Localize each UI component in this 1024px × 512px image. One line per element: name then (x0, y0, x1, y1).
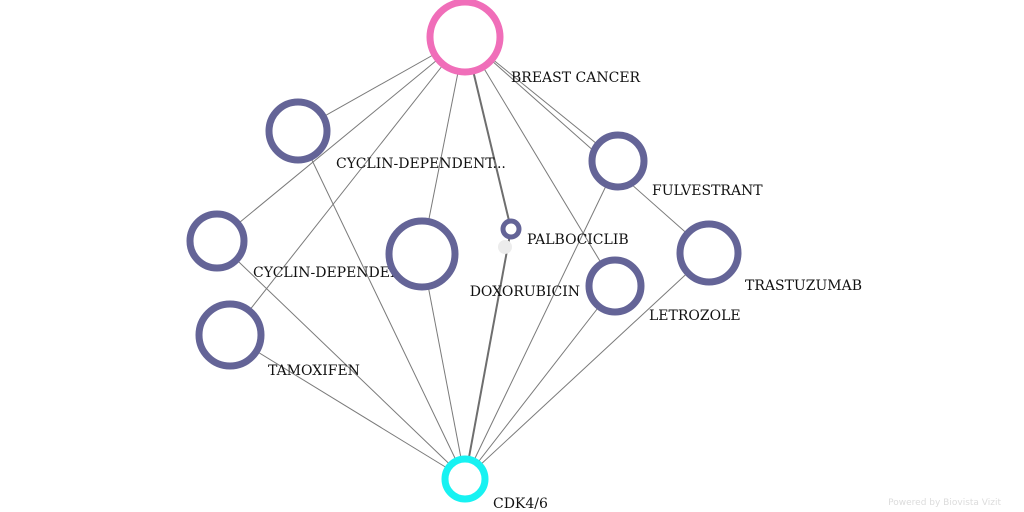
node-label-cdk-b: CYCLIN-DEPENDENT... (253, 265, 423, 281)
edge-layer (216, 36, 710, 480)
node-tamoxifen[interactable]: TAMOXIFEN (195, 300, 360, 379)
ghost-dot (498, 240, 512, 254)
edge-cdk46-cdk-b (216, 240, 466, 480)
node-circle-cdk46[interactable] (441, 455, 489, 503)
edge-breast-cancer-trastuzumab (464, 36, 710, 254)
node-breast-cancer[interactable]: BREAST CANCER (426, 0, 641, 86)
node-circle-letrozole[interactable] (585, 256, 645, 316)
node-circle-cdk-b[interactable] (186, 210, 248, 272)
node-palbociclib[interactable]: PALBOCICLIB (500, 218, 629, 248)
node-circle-cdk-a[interactable] (265, 98, 331, 164)
edge-cdk46-cdk-a (297, 130, 466, 480)
node-label-cdk46: CDK4/6 (493, 496, 548, 512)
node-fulvestrant[interactable]: FULVESTRANT (588, 131, 763, 199)
node-circle-palbociclib[interactable] (500, 218, 522, 240)
credit-text: Powered by Biovista Vizit (888, 498, 1001, 508)
node-circle-trastuzumab[interactable] (676, 220, 742, 286)
node-label-doxorubicin: DOXORUBICIN (470, 284, 580, 300)
node-doxorubicin[interactable]: DOXORUBICIN (385, 217, 580, 300)
edge-cdk46-fulvestrant (464, 160, 619, 480)
edge-cdk46-tamoxifen (229, 334, 466, 480)
edge-cdk46-doxorubicin (421, 253, 466, 480)
edge-cdk46-letrozole (464, 285, 616, 480)
node-circle-fulvestrant[interactable] (588, 131, 648, 191)
node-cdk-a[interactable]: CYCLIN-DEPENDENT... (265, 98, 506, 172)
node-label-letrozole: LETROZOLE (649, 308, 741, 324)
edge-breast-cancer-letrozole (464, 36, 616, 287)
node-label-fulvestrant: FULVESTRANT (652, 183, 763, 199)
node-label-palbociclib: PALBOCICLIB (527, 232, 629, 248)
node-circle-breast-cancer[interactable] (426, 0, 504, 76)
edge-breast-cancer-tamoxifen (229, 36, 466, 336)
node-layer: BREAST CANCER CYCLIN-DEPENDENT... FULVESTR… (186, 0, 862, 512)
edge-breast-cancer-cdk-b (216, 36, 466, 242)
edge-cdk46-palbociclib (464, 228, 512, 480)
node-label-breast-cancer: BREAST CANCER (511, 70, 641, 86)
node-label-cdk-a: CYCLIN-DEPENDENT... (336, 156, 506, 172)
node-trastuzumab[interactable]: TRASTUZUMAB (676, 220, 862, 294)
node-cdk-b[interactable]: CYCLIN-DEPENDENT... (186, 210, 423, 281)
node-label-tamoxifen: TAMOXIFEN (268, 363, 360, 379)
node-circle-tamoxifen[interactable] (195, 300, 265, 370)
edge-cdk46-trastuzumab (464, 252, 710, 480)
node-circle-doxorubicin[interactable] (385, 217, 459, 291)
node-label-trastuzumab: TRASTUZUMAB (745, 278, 862, 294)
node-letrozole[interactable]: LETROZOLE (585, 256, 741, 324)
node-cdk46[interactable]: CDK4/6 (441, 455, 548, 512)
